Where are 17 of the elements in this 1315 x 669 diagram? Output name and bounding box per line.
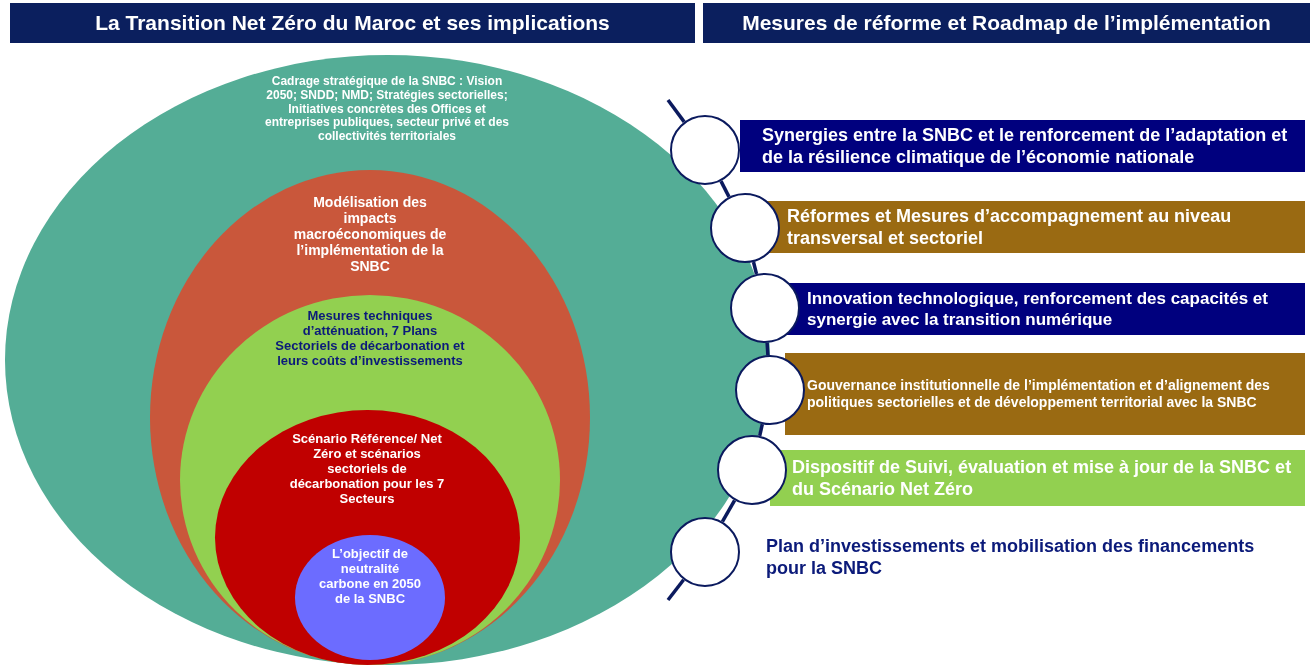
- heading-bar: Mesures de réforme et Roadmap de l’implémentation: [703, 3, 1310, 43]
- connector-line: [666, 98, 686, 123]
- connector-line: [719, 180, 731, 198]
- layer-text: L’objectif de neutralité carbone en 2050 de la SNBC: [318, 547, 422, 607]
- connector-line: [720, 499, 737, 523]
- measure-bar: Dispositif de Suivi, évaluation et mise à jour de la SNBC et du Scénario Net Zéro: [770, 450, 1305, 506]
- heading-bar: La Transition Net Zéro du Maroc et ses implications: [10, 3, 695, 43]
- layer-text: Mesures techniques d’atténuation, 7 Plans Sectoriels de décarbonation et leurs coûts d’investissements: [274, 309, 466, 369]
- measure-bar: Gouvernance institutionnelle de l’implémentation et d’alignement des politiques sectorielles et de développement territorial avec la SNBC: [785, 353, 1305, 435]
- connector-line: [757, 423, 765, 437]
- connector-line: [751, 261, 759, 275]
- connector-line: [666, 578, 685, 602]
- layer-text: Modélisation des impacts macroéconomiques de l’implémentation de la SNBC: [292, 194, 448, 275]
- connector-line: [765, 342, 770, 356]
- layer-text: Cadrage stratégique de la SNBC : Vision 2050; SNDD; NMD; Stratégies sectorielles; Initiatives concrètes des Offices et entreprises publiques, secteur privé et des collectivités territoriales: [263, 75, 511, 144]
- measure-bar: Synergies entre la SNBC et le renforcement de l’adaptation et de la résilience climatique de l’économie nationale: [740, 120, 1305, 172]
- layer-text: Scénario Référence/ Net Zéro et scénarios sectoriels de décarbonation pour les 7 Secteurs: [288, 432, 446, 507]
